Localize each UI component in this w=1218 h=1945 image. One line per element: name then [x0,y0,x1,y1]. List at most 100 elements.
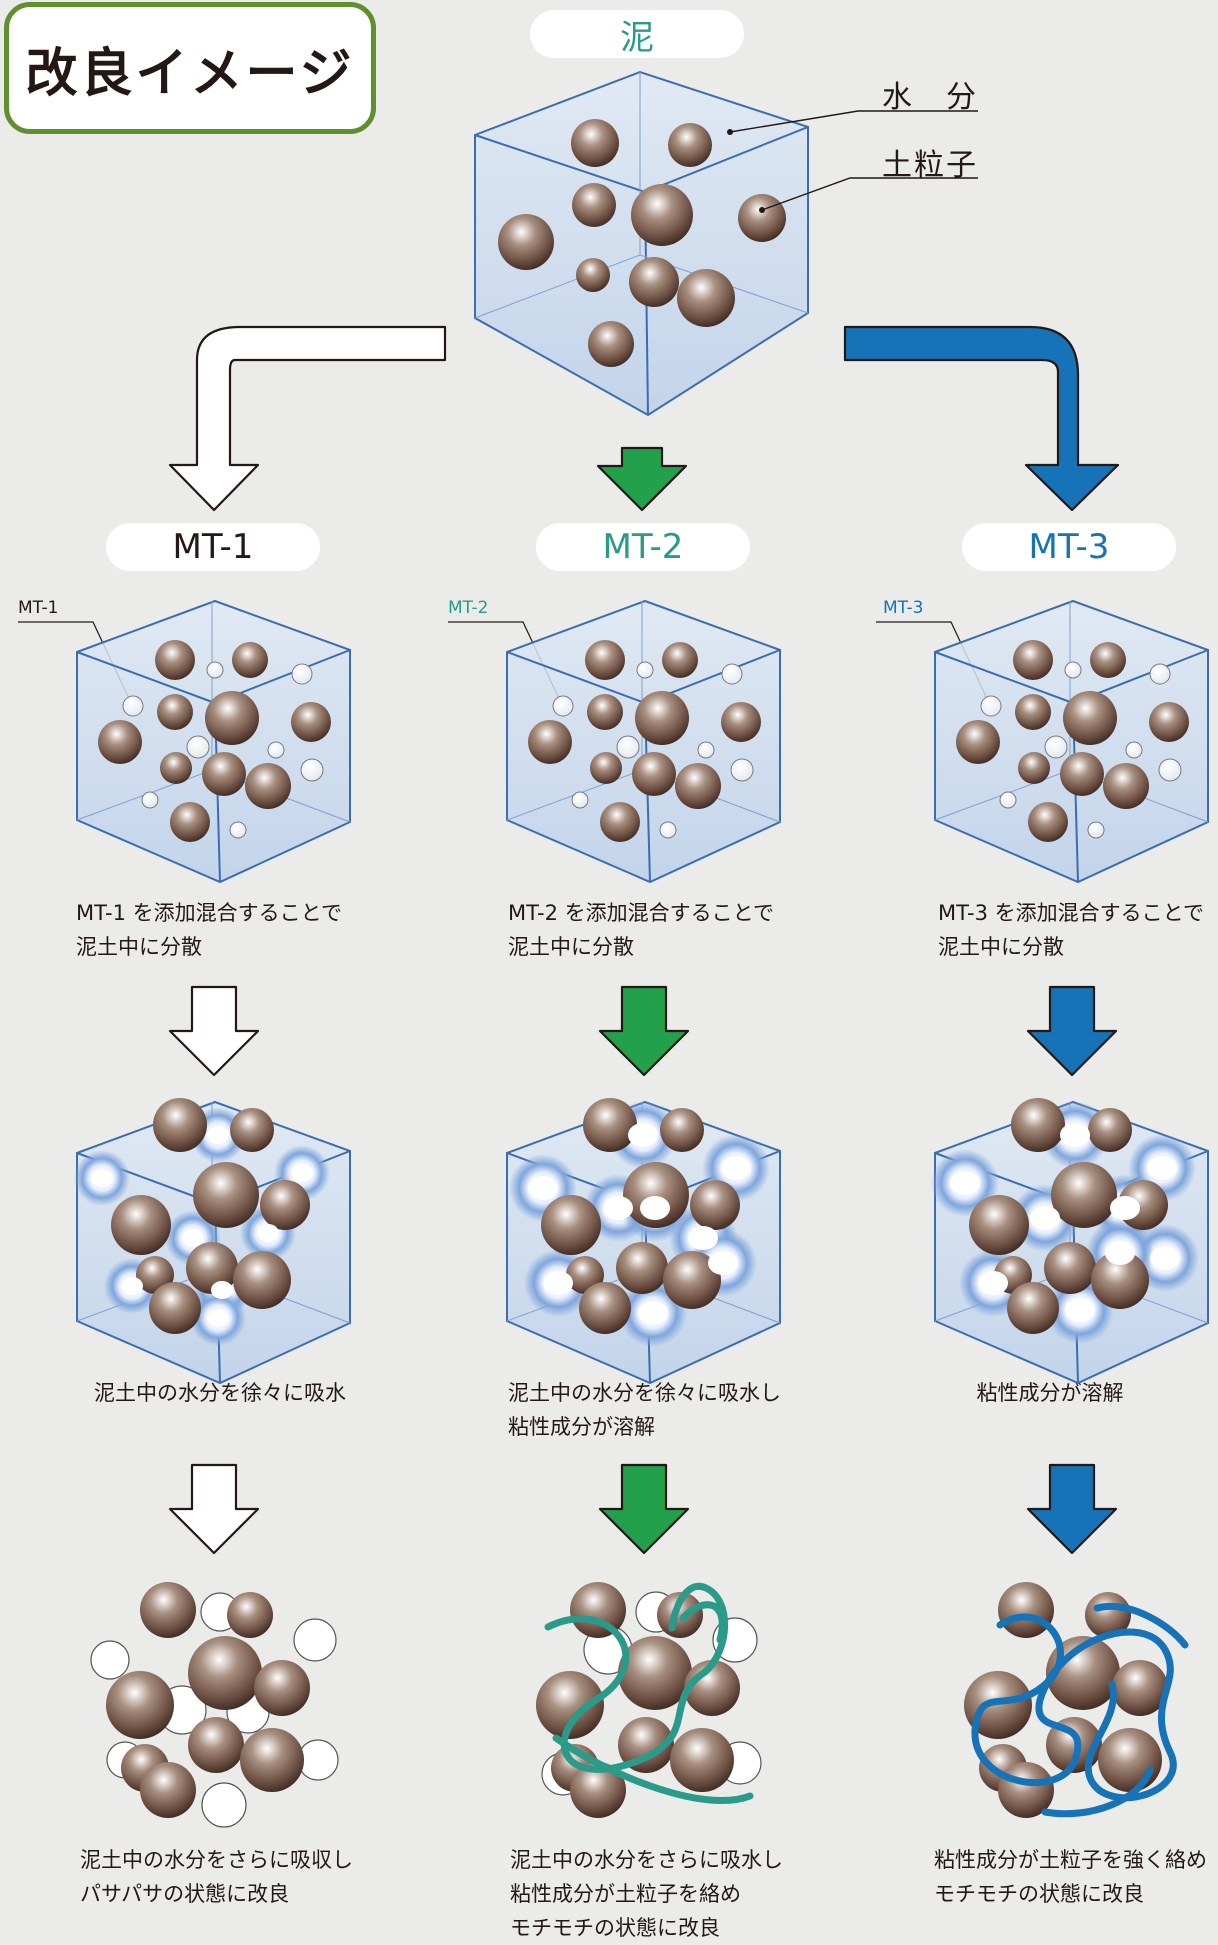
water-gel [721,1156,751,1180]
mt-particle [229,821,247,839]
soil-particle [205,691,259,745]
soil-particle [631,184,693,246]
mt-particle [293,1618,337,1662]
soil-particle [186,1242,238,1294]
mt-particle [1044,735,1068,759]
mt-particle [1149,663,1171,685]
soil-label: 土粒子 [882,148,978,183]
soil-particle [675,763,721,809]
soil-particle [629,257,679,307]
blue-bent-arrow [843,325,1120,512]
soil-particle [536,1671,604,1739]
down-arrow [1026,985,1118,1077]
soil-particle [721,702,761,742]
soil-particle [570,1762,626,1818]
soil-particle [233,1251,291,1309]
mt1-pill: MT-1 [106,523,320,571]
soil-particle [106,1671,174,1739]
soil-particle [1103,763,1149,809]
mud-cube [474,70,978,417]
water-gel [1030,1206,1060,1230]
soil-particle [1060,752,1104,796]
soil-particle [616,1242,668,1294]
water-gel [950,1171,980,1195]
soil-particle [600,802,640,842]
soil-particle [1013,640,1053,680]
mt2-step3-caption: 泥土中の水分をさらに吸水し 粘性成分が土粒子を絡め モチモチの状態に改良 [510,1848,783,1940]
soil-particle [1028,802,1068,842]
soil-particle [528,720,572,764]
mt-particle [1158,758,1182,782]
soil-particle [690,1180,740,1230]
soil-particle [149,1282,201,1334]
water-gel [121,1277,143,1295]
mt-particle [1064,661,1082,679]
soil-particle [202,752,246,796]
soil-particle [160,752,192,784]
mt2-step1-caption: MT-2 を添加混合することで 泥土中に分散 [508,901,775,959]
soil-particle [635,691,689,745]
soil-particle [662,642,698,678]
mt-particle [141,791,159,809]
water-gel [543,1271,573,1295]
soil-particle [1091,1251,1149,1309]
soil-particle [188,1636,262,1710]
mt-particle [291,663,313,685]
soil-particle [230,1108,274,1152]
water-gel [1110,1196,1140,1220]
mt-particle [90,1640,130,1680]
water-gel [638,1301,668,1325]
soil-particle [657,1592,703,1638]
soil-particle [193,1162,259,1228]
soil-particle [498,214,554,270]
soil-particle [232,642,268,678]
mt-particle [552,695,574,717]
mud-label: 泥 [530,10,744,58]
water-gel [211,1281,233,1299]
soil-particle [140,1582,196,1638]
mt-particle [201,1782,247,1828]
mt-particle [980,695,1002,717]
soil-particle [670,1728,734,1792]
soil-particle [998,1582,1054,1638]
water-gel [257,1224,279,1242]
soil-particle [1015,694,1051,730]
water-gel [688,1226,718,1250]
soil-particle [140,1762,196,1818]
mt1-small-label: MT-1 [18,598,59,618]
soil-particle [738,194,786,242]
mt-particle [1087,821,1105,839]
mt1-step2-caption: 泥土中の水分を徐々に吸水 [94,1381,346,1405]
soil-particle [632,752,676,796]
soil-particle [188,1717,244,1773]
soil-particle [663,1251,721,1309]
viscous-strand [544,1582,754,1804]
mt-particle [206,661,224,679]
water-gel [978,1271,1008,1295]
mt3-small-label: MT-3 [883,598,924,618]
white-bent-arrow [168,325,447,512]
water-gel [528,1176,558,1200]
soil-particle [245,763,291,809]
water-gel [603,1196,633,1220]
soil-particle [240,1728,304,1792]
mt-particle [267,741,285,759]
soil-particle [585,640,625,680]
soil-particle [1112,1660,1168,1716]
soil-particle [291,702,331,742]
soil-particle [1051,1162,1117,1228]
soil-particle [660,1108,704,1152]
soil-particle [1090,642,1126,678]
soil-particle [541,1195,601,1255]
mt2-step2-caption: 泥土中の水分を徐々に吸水し 粘性成分が溶解 [508,1381,781,1439]
soil-particle [153,1098,207,1152]
soil-particle [590,752,622,784]
soil-particle [677,269,735,327]
water-gel [1150,1246,1180,1270]
soil-particle [1063,691,1117,745]
soil-particle [576,258,610,292]
soil-particle [98,720,142,764]
green-arrow [596,446,688,512]
down-arrow [168,985,260,1077]
